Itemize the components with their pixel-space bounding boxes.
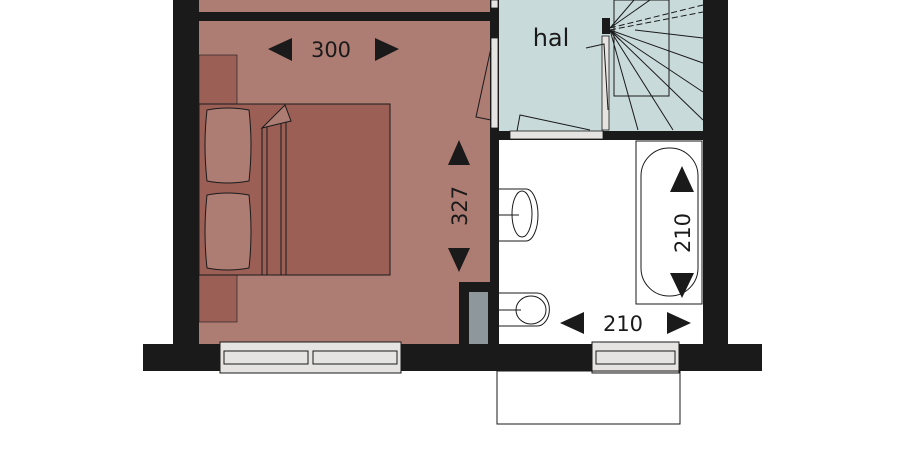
hall-label: hal: [533, 24, 570, 52]
balcony: [496, 370, 681, 425]
bath-door-frame: [509, 130, 604, 140]
pillows: [204, 107, 252, 271]
nightstand-bottom: [198, 273, 238, 323]
bedroom-depth-label: 327: [448, 186, 472, 226]
blanket-fold: [260, 104, 292, 275]
bathroom-window: [591, 341, 680, 374]
door-frame: [490, 0, 499, 9]
bath-length-label: 210: [671, 213, 695, 253]
upper-room-fill: [199, 0, 490, 12]
door-frame: [490, 37, 499, 129]
hall-fill: [498, 0, 703, 131]
nightstand-top: [198, 54, 238, 106]
toilet: [499, 292, 550, 327]
dimension-arrows: [268, 38, 694, 334]
hall-side-frame: [601, 35, 610, 131]
hall-door-swing: [585, 43, 609, 111]
bedroom-width-label: 300: [311, 38, 351, 62]
sink: [499, 188, 539, 242]
staircase: [609, 0, 704, 131]
bedroom-door-swing: [475, 47, 492, 121]
bath-door-swing: [516, 114, 591, 132]
bedroom-window: [219, 341, 402, 374]
bathroom-width-label: 210: [603, 312, 643, 336]
shaft: [469, 292, 488, 344]
